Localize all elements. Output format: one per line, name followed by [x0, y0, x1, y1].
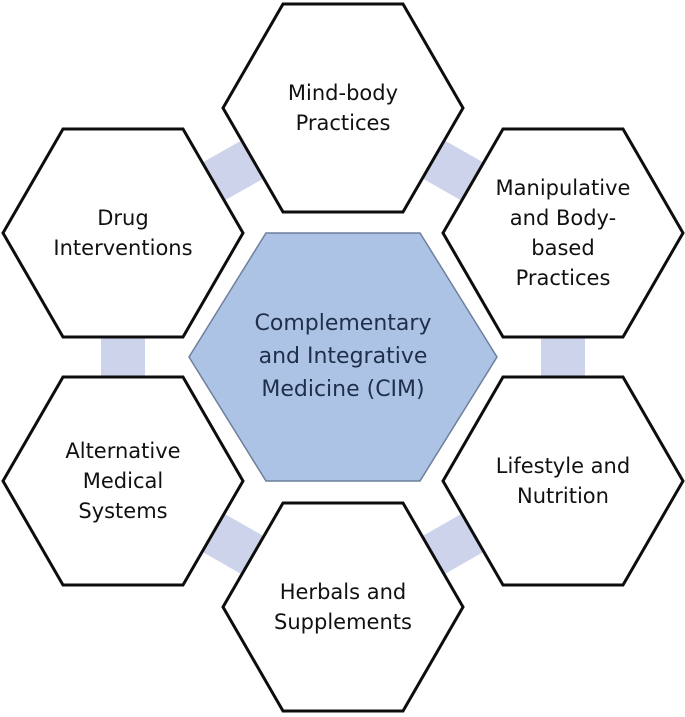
center-hexagon — [188, 232, 498, 482]
hexagon-lifestyle — [441, 375, 685, 587]
hexagon-alternative — [1, 375, 245, 587]
hexagon-drug — [1, 127, 245, 339]
hexagon-herbals — [221, 501, 465, 713]
hexagon-mind-body — [221, 2, 465, 214]
hexagon-manipulative — [441, 127, 685, 339]
